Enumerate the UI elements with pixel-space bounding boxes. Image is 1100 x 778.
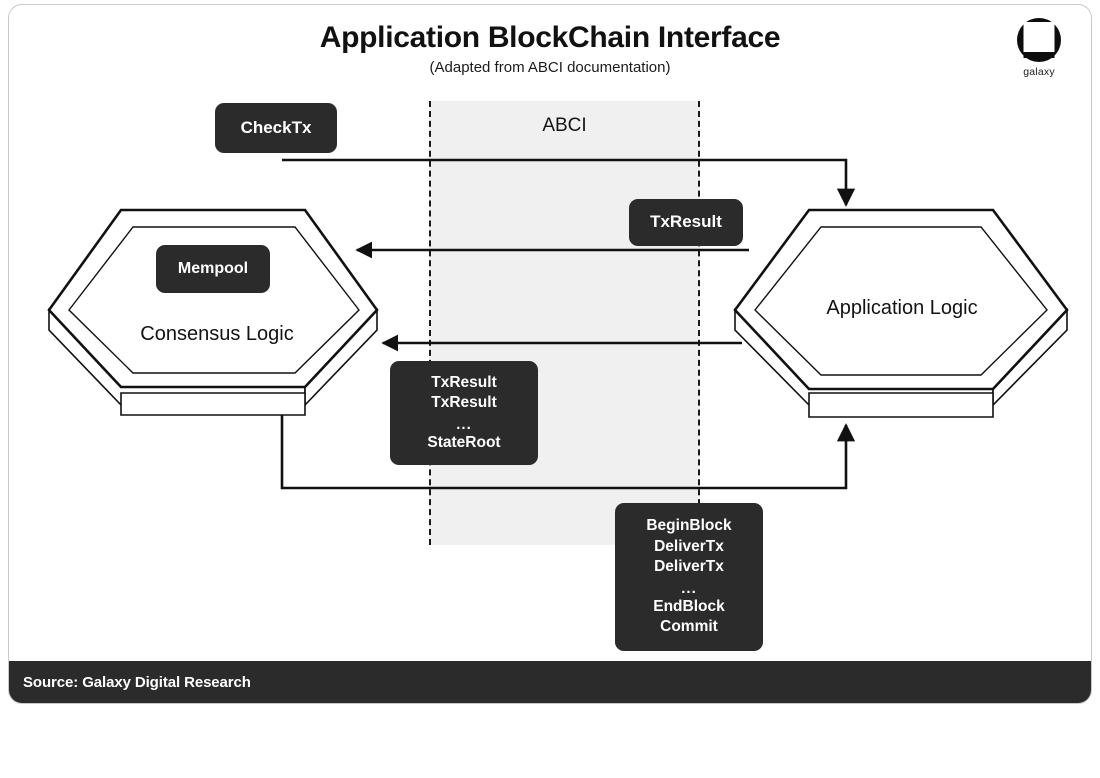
arrow-checktx-to-application [282, 158, 856, 207]
galaxy-logo: galaxy [1001, 17, 1077, 78]
consensus-logic-label: Consensus Logic [140, 323, 294, 345]
txresult-stateroot-box[interactable]: TxResult TxResult ... StateRoot [390, 361, 538, 465]
block-list-line-6: Commit [660, 618, 718, 636]
txresult-list-line-2: TxResult [431, 394, 497, 412]
txresult-list-line-1: TxResult [431, 373, 497, 391]
arrow-consensus-to-application-bottom [280, 415, 856, 490]
block-list-ellipsis: ... [681, 579, 697, 597]
diagram-card: Application BlockChain Interface (Adapte… [8, 4, 1092, 704]
source-footer: Source: Galaxy Digital Research [9, 661, 1091, 703]
txresult-label: TxResult [650, 212, 722, 232]
mempool-box[interactable]: Mempool [156, 245, 270, 293]
abci-label: ABCI [542, 115, 587, 136]
galaxy-wordmark: galaxy [1023, 66, 1055, 78]
abci-band [429, 101, 700, 545]
block-lifecycle-box[interactable]: BeginBlock DeliverTx DeliverTx ... EndBl… [615, 503, 763, 651]
block-list-line-1: BeginBlock [646, 517, 732, 535]
application-logic-node[interactable] [733, 208, 1069, 418]
application-logic-label: Application Logic [826, 297, 978, 319]
block-list-line-3: DeliverTx [654, 558, 724, 576]
galaxy-logo-icon [1017, 18, 1061, 62]
mempool-label: Mempool [177, 260, 249, 278]
block-list-line-2: DeliverTx [654, 537, 724, 555]
txresult-box[interactable]: TxResult [629, 199, 743, 246]
consensus-logic-node[interactable] [47, 208, 379, 416]
txresult-list-ellipsis: ... [456, 415, 472, 433]
checktx-label: CheckTx [240, 117, 312, 137]
checktx-box[interactable]: CheckTx [215, 103, 337, 153]
page-title: Application BlockChain Interface [319, 21, 781, 54]
txresult-list-line-4: StateRoot [427, 433, 501, 451]
page-subtitle: (Adapted from ABCI documentation) [429, 59, 671, 76]
diagram-vector-layer [47, 158, 1069, 490]
block-list-line-5: EndBlock [653, 597, 725, 615]
source-text: Source: Galaxy Digital Research [23, 673, 251, 691]
